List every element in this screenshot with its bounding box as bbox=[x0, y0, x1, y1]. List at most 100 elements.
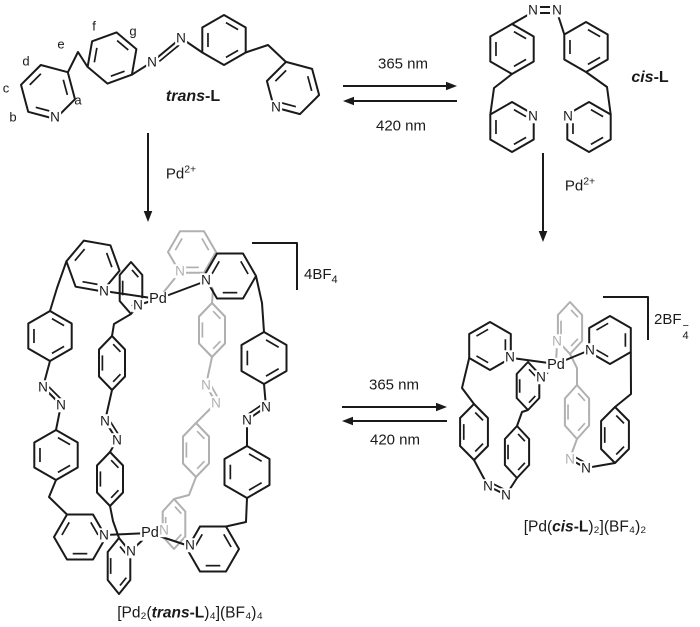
pyridine-n-label: N bbox=[184, 537, 196, 553]
ring-inner-bond bbox=[240, 260, 249, 275]
ring-inner-bond bbox=[223, 533, 232, 548]
ring-inner-bond bbox=[528, 395, 536, 404]
mono-counterion-stack: −4 bbox=[683, 321, 689, 342]
double-bond bbox=[247, 404, 262, 416]
ring-inner-bond bbox=[225, 49, 239, 59]
ring-inner-bond bbox=[194, 533, 203, 548]
ring-inner-bond bbox=[306, 75, 313, 92]
azo-n-label: N bbox=[551, 2, 563, 18]
pyridine-n-label: N bbox=[49, 109, 61, 125]
cage-caption-post: )₄](BF₄)₄ bbox=[204, 604, 263, 622]
ring-inner-bond bbox=[474, 411, 484, 421]
ring bbox=[489, 23, 535, 75]
azo-n-label: N bbox=[200, 377, 212, 393]
ring-inner-bond bbox=[74, 248, 86, 262]
mono-counterion-sub: 4 bbox=[682, 330, 689, 342]
double-bond bbox=[109, 421, 120, 436]
azo-n-label: N bbox=[210, 395, 222, 411]
pyridine-n-label: N bbox=[535, 369, 547, 385]
ring-inner-bond bbox=[265, 368, 280, 377]
ring-inner-bond bbox=[211, 260, 220, 275]
ring bbox=[265, 60, 321, 116]
ring-inner-bond bbox=[590, 108, 604, 118]
ring-inner-bond bbox=[265, 339, 280, 348]
double-bond bbox=[158, 44, 180, 63]
reaction-arrow-head bbox=[343, 96, 354, 106]
bond bbox=[603, 296, 649, 340]
ring-inner-bond bbox=[570, 309, 579, 318]
cage-caption-italic: trans bbox=[151, 604, 190, 622]
pyridine-n-label: N bbox=[174, 263, 186, 279]
azo-n-label: N bbox=[580, 460, 592, 476]
pd-center-label: Pd bbox=[148, 290, 168, 307]
ring-inner-bond bbox=[528, 368, 536, 377]
bond bbox=[111, 313, 132, 337]
azo-n-label: N bbox=[37, 379, 49, 395]
ring bbox=[489, 101, 535, 153]
cage-counterion-sub: 4 bbox=[331, 274, 338, 286]
bond bbox=[473, 459, 518, 496]
ring-inner-bond bbox=[513, 136, 527, 146]
ring-inner-bond bbox=[82, 280, 98, 286]
ring-inner-bond bbox=[119, 577, 127, 587]
pyridine-n-label: N bbox=[527, 108, 539, 124]
ring-inner-bond bbox=[174, 238, 183, 251]
ring-inner-bond bbox=[29, 73, 42, 86]
cis-ligand-name-suffix: -L bbox=[653, 69, 669, 86]
azo-n-label: N bbox=[482, 478, 494, 494]
wavelength-forward-label: 365 nm bbox=[368, 376, 420, 394]
pd-ion-label: Pd2+ bbox=[166, 163, 197, 181]
ring-inner-bond bbox=[51, 345, 65, 355]
pd-ion-charge: 2+ bbox=[184, 163, 197, 176]
ring-inner-bond bbox=[587, 28, 601, 38]
site-label-f: f bbox=[92, 18, 96, 34]
bond bbox=[173, 476, 197, 500]
wavelength-forward-label: 365 nm bbox=[377, 55, 429, 73]
bond bbox=[489, 73, 513, 115]
bond bbox=[461, 357, 475, 405]
mono-caption-italic: cis bbox=[552, 518, 574, 536]
cage-caption-bold: -L bbox=[189, 604, 205, 622]
trans-ligand-name-italic: trans bbox=[165, 88, 206, 105]
cage-caption-pre: [Pd₂( bbox=[117, 604, 152, 622]
ring-inner-bond bbox=[513, 58, 527, 68]
ring bbox=[240, 331, 288, 385]
azo-n-label: N bbox=[260, 399, 272, 415]
bond bbox=[225, 497, 248, 528]
ring bbox=[566, 101, 612, 153]
reaction-arrow-head bbox=[538, 231, 548, 242]
ring-inner-bond bbox=[57, 436, 71, 446]
ring-inner-bond bbox=[201, 238, 210, 251]
ring-inner-bond bbox=[248, 453, 263, 462]
reaction-arrow-head bbox=[342, 416, 353, 426]
mono-counterion-sup: − bbox=[682, 320, 689, 332]
ring-inner-bond bbox=[476, 328, 489, 337]
mono-caption-post: )₂](BF₄)₂ bbox=[588, 518, 647, 536]
ring-inner-bond bbox=[248, 482, 263, 491]
ring-inner-bond bbox=[513, 108, 527, 118]
double-bond bbox=[210, 385, 219, 399]
bond bbox=[516, 409, 529, 427]
ring-inner-bond bbox=[596, 322, 609, 331]
pyridine-n-label: N bbox=[551, 333, 563, 349]
bond bbox=[48, 479, 68, 516]
reaction-arrow-head bbox=[436, 402, 447, 412]
trans-ligand-name: trans-L bbox=[166, 89, 220, 105]
pd-center-label: Pd bbox=[140, 524, 160, 541]
pd-ion-charge: 2+ bbox=[583, 175, 596, 188]
pd-center-label: Pd bbox=[546, 356, 566, 373]
ring-inner-bond bbox=[587, 56, 601, 66]
site-label-c: c bbox=[2, 80, 10, 96]
azo-n-label: N bbox=[146, 54, 158, 70]
ring-inner-bond bbox=[174, 506, 182, 515]
ring bbox=[588, 315, 632, 365]
ring-inner-bond bbox=[110, 459, 120, 469]
ring-inner-bond bbox=[274, 69, 287, 82]
ring-inner-bond bbox=[131, 269, 139, 278]
cis-ligand-name: cis-L bbox=[631, 70, 668, 86]
pyridine-n-label: N bbox=[270, 99, 282, 115]
pyridine-n-label: N bbox=[504, 349, 516, 365]
ring-inner-bond bbox=[196, 430, 206, 440]
bond bbox=[569, 353, 578, 385]
